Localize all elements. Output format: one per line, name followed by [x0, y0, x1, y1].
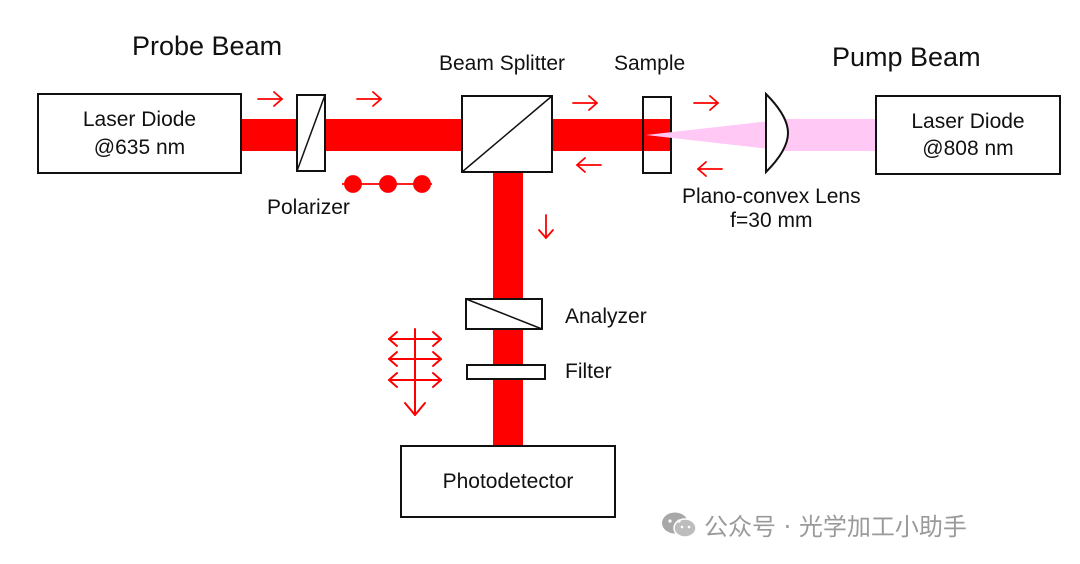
arrow-right-icon: [356, 91, 382, 107]
arrow-left-icon: [697, 161, 723, 177]
watermark: 公众号 · 光学加工小助手: [660, 507, 967, 542]
photodetector-box: Photodetector: [400, 445, 616, 518]
photodetector-label: Photodetector: [442, 469, 574, 493]
filter: [466, 364, 546, 380]
lens-name: Plano-convex Lens: [682, 185, 861, 208]
polarization-dots-icon: [342, 175, 432, 193]
wechat-icon: [662, 512, 697, 538]
polarization-arrows-icon: [388, 328, 442, 416]
pump-focus-cone: [646, 121, 770, 149]
pump-laser-name: Laser Diode: [911, 109, 1025, 133]
arrow-left-icon: [576, 157, 602, 173]
pump-laser-box: Laser Diode @808 nm: [875, 95, 1061, 175]
arrow-right-icon: [693, 95, 719, 111]
probe-laser-name: Laser Diode: [82, 108, 197, 132]
watermark-text: 公众号 · 光学加工小助手: [704, 513, 967, 541]
arrow-right-icon: [257, 91, 283, 107]
lens-focal-length: f=30 mm: [730, 209, 813, 233]
sample-label: Sample: [614, 52, 686, 75]
probe-laser-wavelength: @635 nm: [93, 135, 186, 159]
arrow-right-icon: [572, 95, 598, 111]
arrow-down-icon: [538, 214, 554, 239]
analyzer-axis: [465, 298, 543, 330]
filter-label: Filter: [565, 360, 612, 383]
polarizer-label: Polarizer: [267, 196, 350, 219]
polarizer-axis: [296, 94, 326, 172]
beam-splitter-label: Beam Splitter: [439, 52, 566, 75]
plano-convex-lens-shape: [765, 91, 790, 175]
lens-label: Plano-convex Lens f=30 mm: [682, 185, 861, 233]
analyzer-label: Analyzer: [565, 305, 647, 328]
pump-beam-title: Pump Beam: [832, 42, 981, 72]
beam-splitter-diagonal: [461, 95, 553, 173]
probe-laser-box: Laser Diode @635 nm: [37, 93, 242, 174]
pump-laser-wavelength: @808 nm: [922, 137, 1014, 160]
probe-beam-title: Probe Beam: [132, 31, 283, 61]
